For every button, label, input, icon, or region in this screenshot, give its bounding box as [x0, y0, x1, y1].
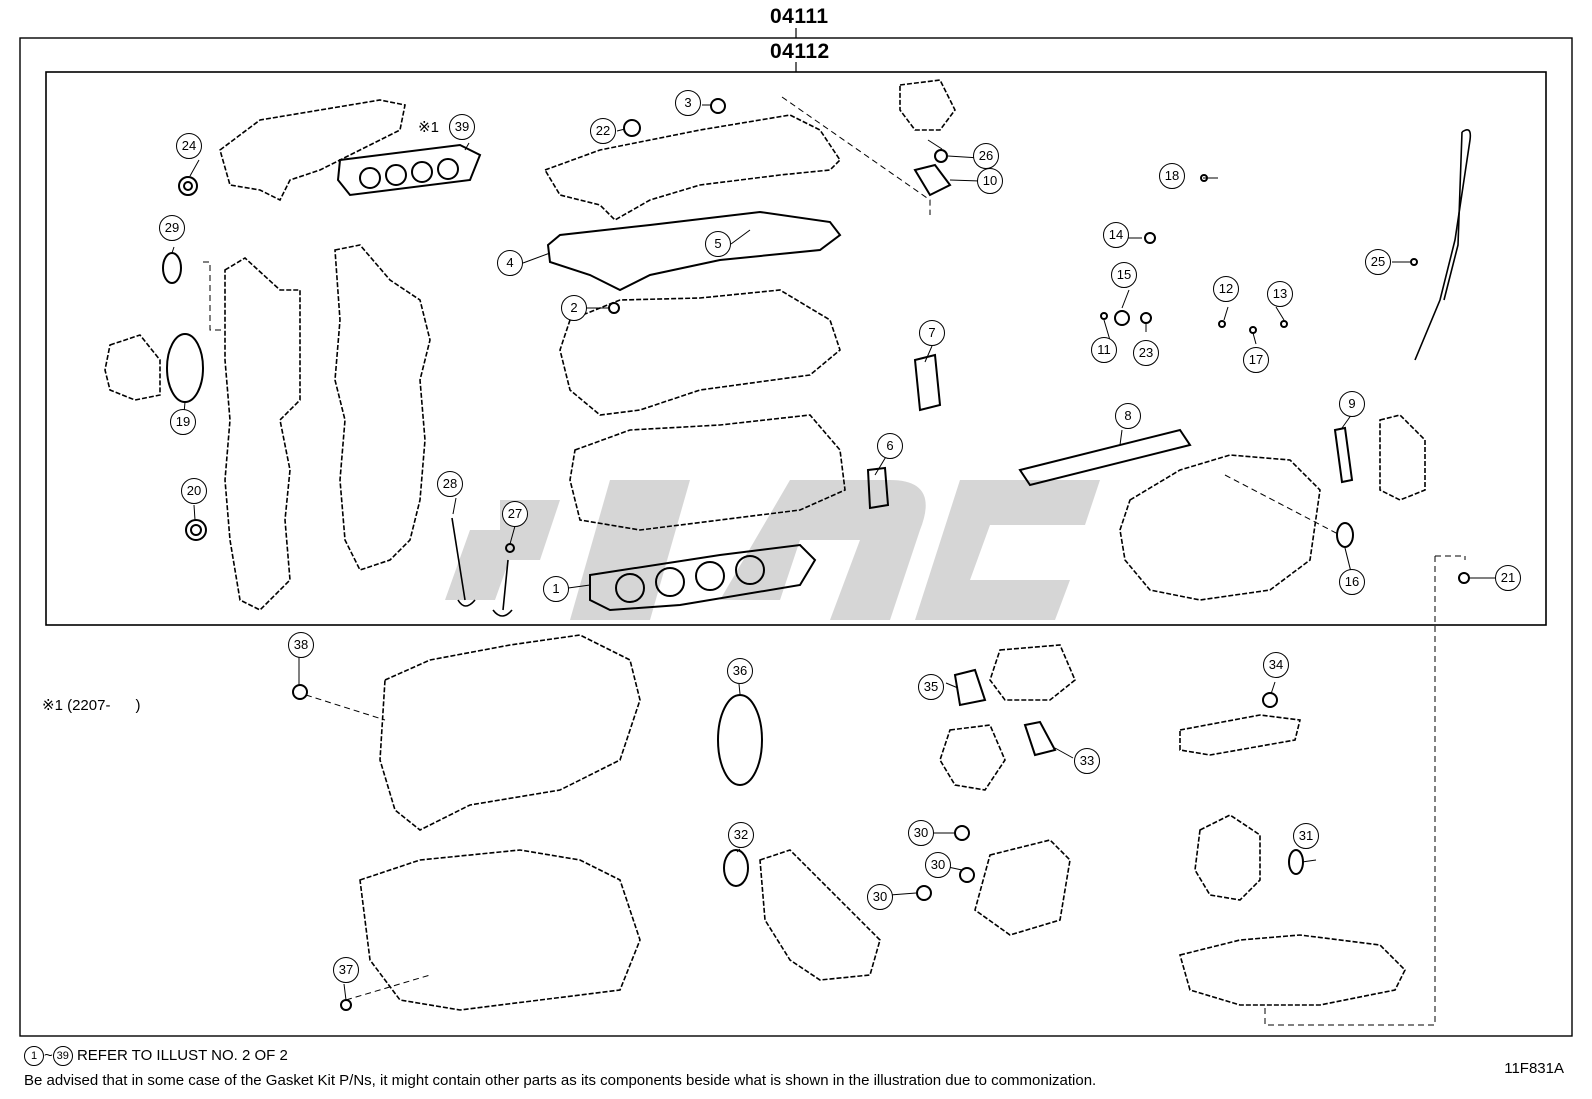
water-outlet-shape	[899, 79, 956, 131]
range-start-circle: 1	[24, 1046, 44, 1066]
callout-30a[interactable]: 30	[908, 820, 934, 846]
callout-29[interactable]: 29	[159, 215, 185, 241]
oil-pump-shape	[1194, 814, 1261, 901]
manifold-gasket-shape	[336, 143, 482, 197]
cylinder-head-upper-shape	[559, 289, 841, 416]
heat-insulator-shape	[219, 99, 406, 202]
kit-number-inner: 04112	[770, 40, 830, 63]
callout-32[interactable]: 32	[728, 822, 754, 848]
callout-25[interactable]: 25	[1365, 249, 1391, 275]
callout-10[interactable]: 10	[977, 168, 1003, 194]
star-note: ※1 (2207- )	[42, 697, 141, 714]
intake-manifold-shape	[1119, 454, 1321, 601]
callout-15[interactable]: 15	[1111, 262, 1137, 288]
callout-19[interactable]: 19	[170, 409, 196, 435]
callout-4[interactable]: 4	[497, 250, 523, 276]
cylinder-block-shape	[379, 634, 641, 831]
oil-pan-upper-shape	[359, 849, 641, 1011]
intake-gasket-shape	[1018, 428, 1192, 487]
callout-37[interactable]: 37	[333, 957, 359, 983]
illustration-id: 11F831A	[1504, 1060, 1564, 1077]
oil-filter-housing-shape	[939, 724, 1006, 791]
callout-5[interactable]: 5	[705, 231, 731, 257]
callout-6[interactable]: 6	[877, 433, 903, 459]
range-separator: ~	[44, 1046, 53, 1064]
callout-21[interactable]: 21	[1495, 565, 1521, 591]
callout-26[interactable]: 26	[973, 143, 999, 169]
cylinder-head-lower-shape	[569, 414, 846, 531]
callout-36[interactable]: 36	[727, 658, 753, 684]
callout-28[interactable]: 28	[437, 471, 463, 497]
throttle-body-shape	[1379, 414, 1426, 501]
footer-reference: 1~39 REFER TO ILLUST NO. 2 OF 2	[24, 1046, 288, 1066]
footer-disclaimer: Be advised that in some case of the Gask…	[24, 1072, 1097, 1089]
oil-filter-bracket-shape	[974, 839, 1071, 936]
callout-16[interactable]: 16	[1339, 569, 1365, 595]
callout-22[interactable]: 22	[590, 118, 616, 144]
intake-valve-shape	[451, 517, 476, 607]
dipstick-shape	[1414, 129, 1472, 361]
callout-18[interactable]: 18	[1159, 163, 1185, 189]
timing-chain-cover-shape	[759, 849, 881, 981]
callout-17[interactable]: 17	[1243, 347, 1269, 373]
callout-24[interactable]: 24	[176, 133, 202, 159]
egr-cooler-shape	[989, 644, 1076, 701]
callout-11[interactable]: 11	[1091, 337, 1117, 363]
callout-20[interactable]: 20	[181, 478, 207, 504]
callout-7[interactable]: 7	[919, 320, 945, 346]
callout-27[interactable]: 27	[502, 501, 528, 527]
callout-39[interactable]: 39	[449, 114, 475, 140]
callout-33[interactable]: 33	[1074, 748, 1100, 774]
kit-number-outer: 04111	[770, 5, 829, 28]
callout-13[interactable]: 13	[1267, 281, 1293, 307]
exhaust-valve-shape	[492, 559, 513, 617]
head-cover-gasket-shape	[546, 210, 842, 292]
callout-35[interactable]: 35	[918, 674, 944, 700]
star-tag: ※1	[418, 119, 439, 136]
cylinder-head-cover-shape	[543, 114, 842, 221]
callout-2[interactable]: 2	[561, 295, 587, 321]
water-pump-shape	[104, 334, 161, 401]
callout-3[interactable]: 3	[675, 90, 701, 116]
oil-pan-shape	[1179, 934, 1406, 1006]
callout-8[interactable]: 8	[1115, 403, 1141, 429]
oil-cooler-shape	[1179, 714, 1301, 756]
timing-cover-rear-shape	[334, 244, 431, 571]
callout-38[interactable]: 38	[288, 632, 314, 658]
callout-34[interactable]: 34	[1263, 652, 1289, 678]
refer-text: REFER TO ILLUST NO. 2 OF 2	[76, 1046, 288, 1064]
callout-1[interactable]: 1	[543, 576, 569, 602]
callout-30b[interactable]: 30	[925, 852, 951, 878]
callout-9[interactable]: 9	[1339, 391, 1365, 417]
range-end-circle: 39	[52, 1046, 73, 1066]
callout-23[interactable]: 23	[1133, 340, 1159, 366]
callout-14[interactable]: 14	[1103, 222, 1129, 248]
callout-12[interactable]: 12	[1213, 276, 1239, 302]
watermark-logo	[445, 480, 1100, 620]
callout-31[interactable]: 31	[1293, 823, 1319, 849]
head-gasket-shape	[589, 543, 817, 612]
callout-30c[interactable]: 30	[867, 884, 893, 910]
timing-cover-shape	[224, 257, 301, 611]
